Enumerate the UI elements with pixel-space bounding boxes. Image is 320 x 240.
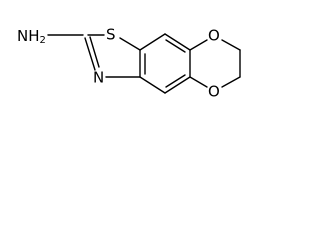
oxygen-bottom-label: O (208, 83, 220, 101)
bond-c7a-c7 (139, 33, 166, 51)
bond-c7-c6 (164, 33, 191, 51)
bond-c5-c4 (164, 76, 191, 94)
bond-inner-c7-c6 (165, 39, 186, 53)
chemical-structure-diagram: NH2 S N O O (17, 26, 241, 101)
bond-ch2-o-bottom (221, 76, 241, 88)
thiazole-nitrogen-label: N (93, 69, 104, 87)
bond-c2-n-1 (84, 37, 96, 71)
bond-sulfur-c7a (119, 37, 141, 51)
bond-c2-n-2 (89, 36, 100, 68)
amine-label-subscript: 2 (40, 35, 46, 46)
bond-o-bottom-c5 (189, 76, 208, 88)
bonds (47, 33, 241, 94)
bond-o-top-ch2 (221, 39, 241, 51)
bond-inner-c5-c4 (165, 74, 186, 88)
bond-c6-o-top (189, 39, 208, 51)
oxygen-top-label: O (208, 27, 220, 45)
amine-label: NH2 (17, 27, 46, 47)
sulfur-label: S (106, 26, 116, 44)
atom-labels: NH2 S N O O (17, 26, 220, 101)
amine-label-symbol: NH (17, 27, 40, 45)
bond-c4-c3a (139, 76, 166, 94)
